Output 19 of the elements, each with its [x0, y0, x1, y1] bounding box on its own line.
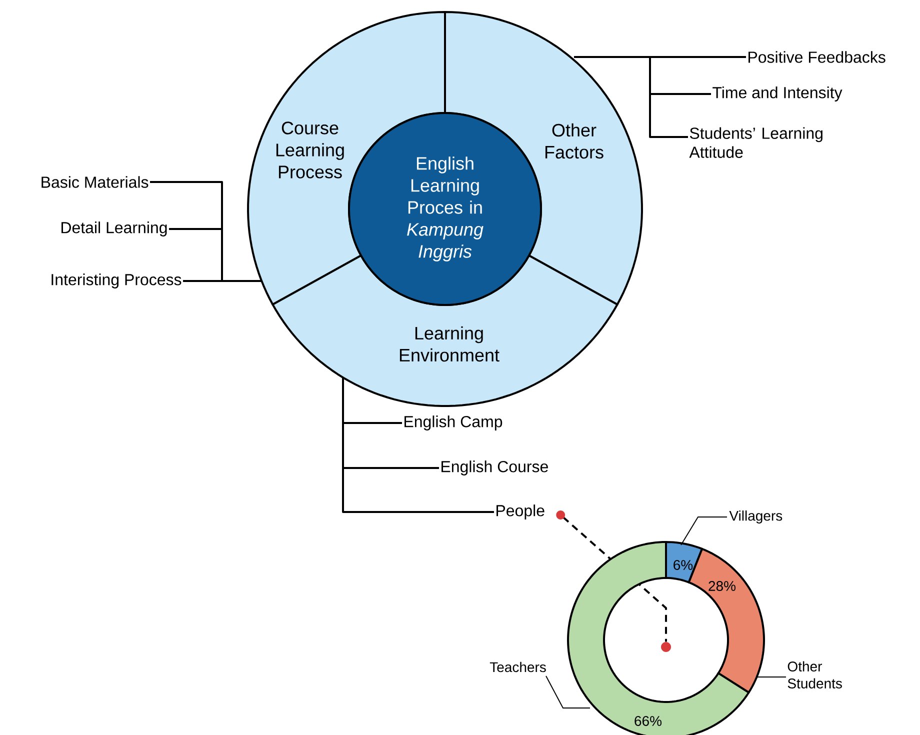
connector-line	[574, 56, 688, 138]
connector-line	[342, 378, 494, 513]
category-label: Teachers	[490, 662, 546, 672]
branch-label: Time and Intensity	[712, 86, 842, 102]
value-label: 66%	[634, 716, 662, 726]
category-label: Other Students	[788, 661, 842, 688]
branch-label: English Camp	[404, 416, 502, 430]
connector-line	[183, 280, 261, 282]
branch-label: Detail Learning	[62, 222, 167, 236]
branch-label: Basic Materials	[42, 176, 148, 188]
category-label: Villagers	[729, 510, 782, 524]
value-label: 28%	[708, 581, 736, 591]
branch-label: Positive Feedbacks	[748, 51, 886, 63]
branch-label: People	[496, 504, 544, 520]
center-dot	[661, 642, 671, 652]
branch-label: Students’ Learning Attitude	[689, 127, 822, 158]
value-label: 6%	[674, 560, 693, 570]
branch-label: English Course	[442, 460, 548, 476]
branch-label: Interisting Process	[52, 274, 182, 288]
